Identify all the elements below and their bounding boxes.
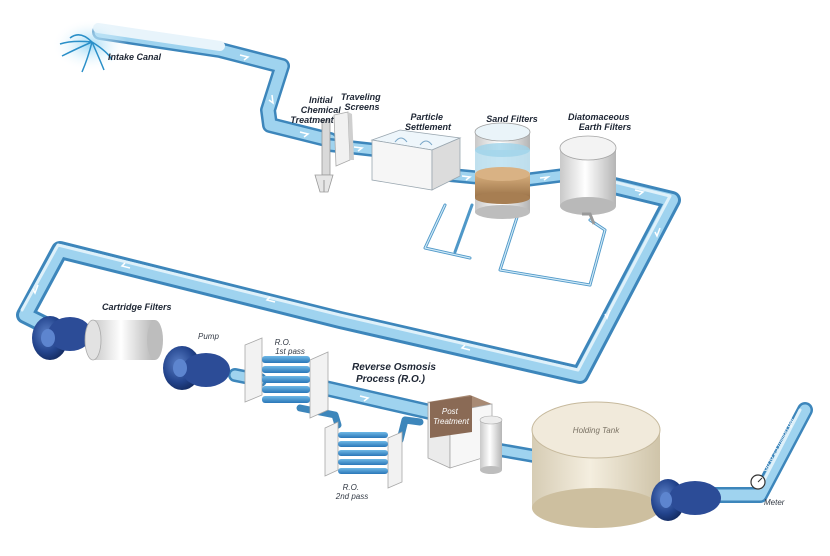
post-treatment-unit bbox=[427, 395, 503, 474]
traveling-screens-label: Traveling Screens bbox=[341, 92, 383, 112]
feed-pump bbox=[32, 316, 92, 360]
sand-filters-label: Sand Filters bbox=[486, 114, 538, 124]
pipe-network bbox=[16, 23, 813, 503]
post-treatment-label: Post Treatment bbox=[433, 407, 470, 426]
cartridge-filters-label: Cartridge Filters bbox=[102, 302, 172, 312]
flow-meter-icon bbox=[750, 474, 766, 490]
particle-settlement-basin bbox=[370, 129, 462, 191]
ro-second-pass-label: R.O. 2nd pass bbox=[335, 483, 368, 501]
output-pump bbox=[651, 479, 721, 521]
ro-first-pass-unit bbox=[244, 337, 329, 419]
initial-chemical-treatment bbox=[314, 119, 334, 193]
holding-tank bbox=[531, 401, 661, 528]
reverse-osmosis-label: Reverse Osmosis Process (R.O.) bbox=[352, 362, 439, 385]
traveling-screens bbox=[333, 111, 354, 167]
meter-label: Meter bbox=[764, 498, 785, 507]
holding-tank-label: Holding Tank bbox=[573, 426, 620, 435]
ro-second-pass-unit bbox=[324, 421, 403, 489]
water-splash-icon bbox=[59, 34, 113, 73]
initial-chemical-treatment-label: Initial Chemical Treatment bbox=[290, 95, 343, 125]
intake-canal-label: Intake Canal bbox=[108, 52, 162, 62]
cartridge-filter bbox=[84, 319, 163, 361]
ro-first-pass-label: R.O. 1st pass bbox=[275, 338, 305, 356]
particle-settlement-label: Particle Settlement bbox=[405, 112, 452, 132]
high-pressure-pump bbox=[163, 346, 230, 390]
intake-canal bbox=[52, 19, 128, 73]
diatomaceous-earth-filter bbox=[559, 135, 617, 225]
pump-label: Pump bbox=[198, 332, 219, 341]
sand-filter-tank bbox=[474, 122, 531, 219]
diatomaceous-earth-filters-label: Diatomaceous Earth Filters bbox=[568, 112, 632, 132]
